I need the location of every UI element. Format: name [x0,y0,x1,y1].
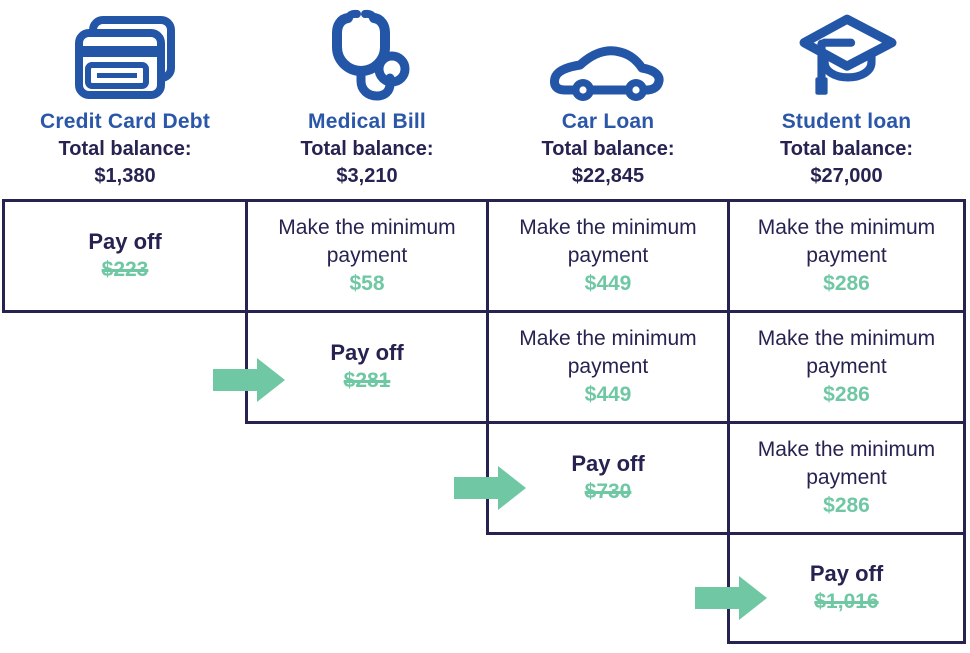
payoff-amount: $1,016 [814,590,879,613]
balance-label: Total balance: [58,138,192,160]
graduation-cap-icon [796,4,898,104]
debt-column-credit-card: Credit Card Debt Total balance: $1,380 [2,4,248,188]
balance-label: Total balance: [300,138,434,160]
cell-payoff-car-loan: Pay off $730 [486,421,730,535]
minimum-label: Make the minimum payment [757,438,936,489]
payoff-label: Pay off [809,561,884,586]
debt-name: Medical Bill [308,110,426,133]
balance-amount: $3,210 [336,165,398,187]
debt-column-car-loan: Car Loan Total balance: $22,845 [486,4,730,188]
minimum-label: Make the minimum payment [519,327,697,378]
payoff-label: Pay off [88,229,162,254]
cell-minimum-car-loan: Make the minimum payment $449 [486,310,730,424]
arrow-right-icon [213,358,285,402]
credit-card-icon [73,4,177,104]
balance-amount: $27,000 [810,165,883,187]
cell-payoff-credit-card: Pay off $223 [2,199,248,313]
payoff-amount: $223 [101,258,149,281]
cell-payoff-medical-bill: Pay off $281 [245,310,489,424]
balance-amount: $1,380 [94,165,156,187]
minimum-label: Make the minimum payment [278,216,456,267]
arrow-right-icon [454,466,526,510]
cell-minimum-student-loan: Make the minimum payment $286 [727,199,966,313]
cell-minimum-student-loan: Make the minimum payment $286 [727,421,966,535]
debt-name: Credit Card Debt [39,110,211,133]
balance-label: Total balance: [541,138,675,160]
minimum-amount: $449 [584,383,632,406]
minimum-amount: $449 [584,272,632,295]
balance-amount: $22,845 [571,165,645,187]
debt-name: Student loan [781,110,912,133]
cell-minimum-car-loan: Make the minimum payment $449 [486,199,730,313]
payoff-amount: $730 [584,480,632,503]
cell-payoff-student-loan: Pay off $1,016 [727,532,966,644]
cell-minimum-student-loan: Make the minimum payment $286 [727,310,966,424]
minimum-label: Make the minimum payment [757,216,936,267]
arrow-right-icon [695,576,767,620]
minimum-amount: $286 [823,272,870,295]
payoff-amount: $281 [343,369,391,392]
payoff-label: Pay off [571,451,645,476]
stethoscope-icon [321,4,413,104]
payoff-label: Pay off [330,340,404,365]
minimum-amount: $58 [349,272,385,295]
minimum-amount: $286 [823,494,870,517]
car-icon [549,4,667,104]
debt-column-medical-bill: Medical Bill Total balance: $3,210 [245,4,489,188]
cell-minimum-medical-bill: Make the minimum payment $58 [245,199,489,313]
minimum-label: Make the minimum payment [757,327,936,378]
minimum-amount: $286 [823,383,870,406]
minimum-label: Make the minimum payment [519,216,697,267]
debt-column-student-loan: Student loan Total balance: $27,000 [727,4,966,188]
balance-label: Total balance: [780,138,913,160]
debt-name: Car Loan [561,110,655,133]
